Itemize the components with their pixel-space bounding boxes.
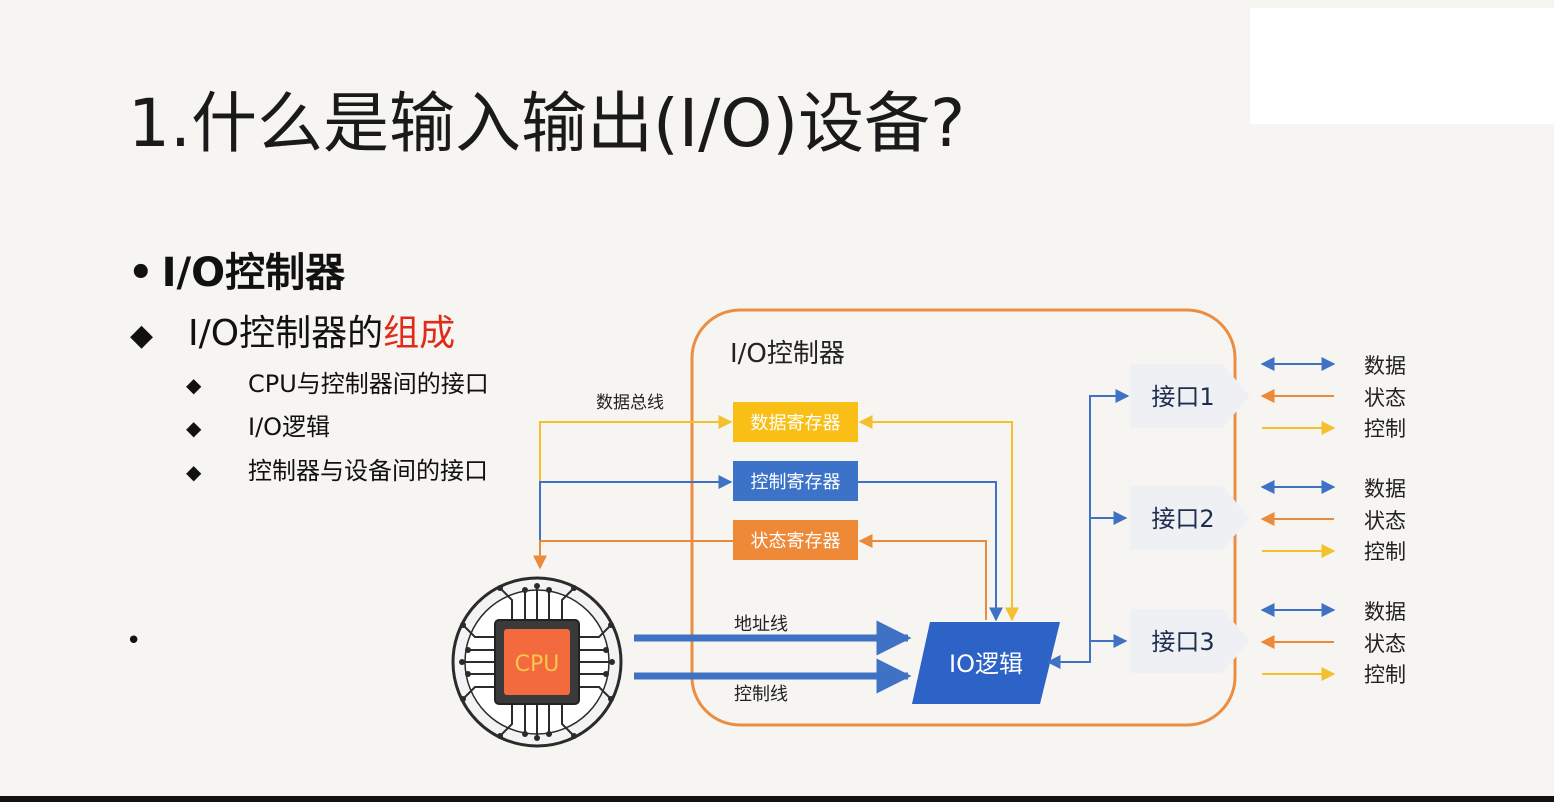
control-register-link	[858, 481, 1003, 622]
control-register: 控制寄存器	[733, 461, 858, 501]
overlay-box	[1250, 8, 1554, 124]
list-item: ◆ 控制器与设备间的接口	[186, 451, 488, 486]
cpu-chip-icon: CPU	[451, 576, 623, 748]
io-logic-block: IO逻辑	[912, 622, 1060, 704]
signal-label: 数据	[1364, 354, 1406, 378]
data-register-link	[858, 415, 1019, 622]
diamond-bullet-icon: ◆	[186, 460, 202, 484]
list-item: ◆ CPU与控制器间的接口	[186, 364, 489, 399]
signal-label: 数据	[1364, 600, 1406, 624]
signal-label: 数据	[1364, 477, 1406, 501]
data-register-label: 数据寄存器	[751, 413, 841, 434]
list-item-text: CPU与控制器间的接口	[248, 370, 489, 398]
diamond-bullet-icon: ◆	[130, 318, 154, 353]
slide-title: 1.什么是输入输出(I/O)设备?	[128, 85, 966, 162]
interface-1-label: 接口1	[1151, 383, 1214, 411]
diamond-bullet-icon: ◆	[186, 416, 202, 440]
controller-title: I/O控制器	[730, 339, 845, 369]
address-line-label: 地址线	[734, 614, 788, 635]
io-logic-label: IO逻辑	[949, 650, 1023, 678]
bullet-dot: •	[128, 250, 154, 296]
data-bus-line	[539, 415, 733, 482]
data-bus-label: 数据总线	[596, 393, 664, 413]
empty-bullet-dot: •	[126, 626, 142, 656]
interface-2: 接口2	[1130, 486, 1250, 550]
list-item: ◆ I/O逻辑	[186, 407, 330, 442]
subheading-composition: ◆ I/O控制器的组成	[130, 304, 455, 356]
signal-label: 控制	[1364, 663, 1406, 687]
signal-label: 状态	[1364, 386, 1406, 410]
control-register-label: 控制寄存器	[751, 472, 841, 493]
data-register: 数据寄存器	[733, 402, 858, 442]
status-register: 状态寄存器	[733, 520, 858, 560]
status-register-link	[858, 534, 987, 620]
interface-3: 接口3	[1130, 609, 1250, 673]
list-item-text: I/O逻辑	[248, 413, 331, 441]
status-register-label: 状态寄存器	[751, 531, 841, 552]
signal-label: 状态	[1364, 509, 1406, 533]
signal-label: 控制	[1364, 540, 1406, 564]
interface-3-label: 接口3	[1151, 628, 1214, 656]
subheading-highlight: 组成	[383, 313, 456, 354]
heading-io-controller: •I/O控制器	[128, 240, 345, 298]
list-item-text: 控制器与设备间的接口	[248, 457, 488, 485]
heading-text: I/O控制器	[161, 250, 346, 296]
interface-1: 接口1	[1130, 364, 1250, 428]
control-bus-line	[539, 475, 733, 566]
signal-label: 状态	[1364, 632, 1406, 656]
bottom-bar	[0, 796, 1554, 802]
interface-bus	[1046, 389, 1130, 669]
subheading-text: I/O控制器的	[188, 313, 384, 354]
signal-label: 控制	[1364, 417, 1406, 441]
control-line-label: 控制线	[734, 684, 788, 705]
cpu-label: CPU	[515, 652, 560, 677]
interface-2-label: 接口2	[1151, 505, 1214, 533]
status-bus-line	[533, 540, 733, 570]
diamond-bullet-icon: ◆	[186, 373, 202, 397]
